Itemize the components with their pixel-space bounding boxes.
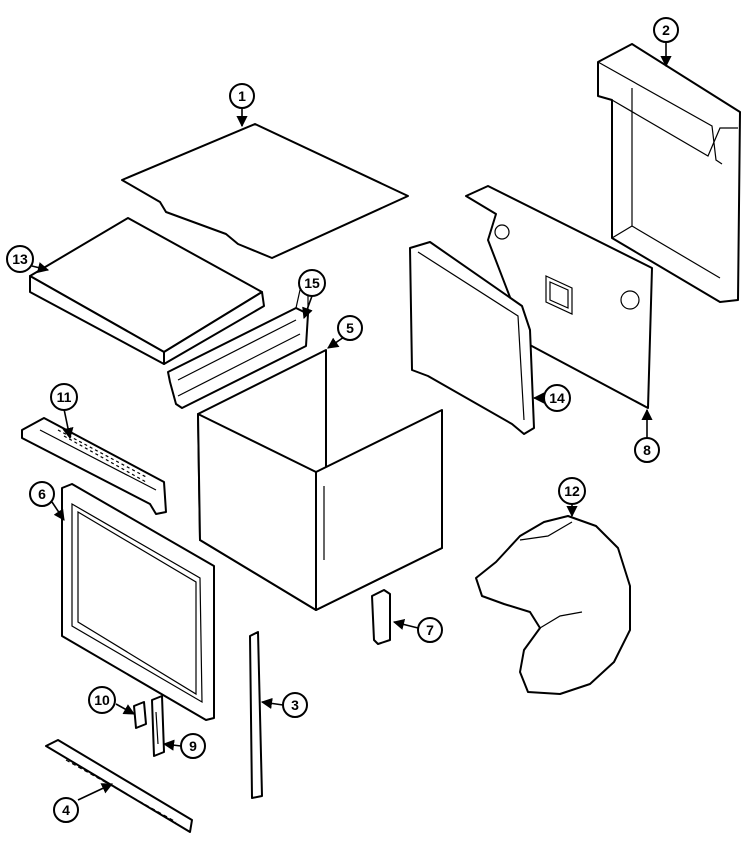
svg-text:3: 3 (291, 697, 299, 713)
callout-11: 11 (50, 383, 78, 411)
svg-text:9: 9 (189, 738, 197, 754)
callout-7: 7 (417, 617, 443, 643)
svg-text:14: 14 (549, 390, 565, 406)
callout-8: 8 (634, 437, 660, 463)
callout-15: 15 (298, 269, 326, 297)
callout-14: 14 (543, 384, 571, 412)
part-top-insulation (29, 217, 265, 365)
part-insulation-blanket (475, 515, 631, 695)
callout-4: 4 (53, 797, 79, 823)
svg-text:15: 15 (304, 275, 320, 291)
svg-text:6: 6 (38, 486, 46, 502)
leader-lines (31, 42, 672, 801)
svg-text:10: 10 (94, 692, 110, 708)
svg-text:13: 13 (12, 251, 28, 267)
callout-13: 13 (6, 245, 34, 273)
part-bottom-rail (45, 739, 193, 833)
part-slide-bracket (151, 695, 165, 757)
svg-text:12: 12 (564, 483, 580, 499)
callout-3: 3 (282, 692, 308, 718)
callout-5: 5 (337, 315, 363, 341)
svg-text:8: 8 (643, 442, 651, 458)
callout-12: 12 (558, 477, 586, 505)
part-vertical-strip (249, 631, 263, 799)
svg-text:5: 5 (346, 320, 354, 336)
part-door-frame (61, 483, 215, 721)
svg-text:7: 7 (426, 622, 434, 638)
svg-text:1: 1 (238, 88, 246, 104)
callout-2: 2 (653, 17, 679, 43)
callout-9: 9 (180, 733, 206, 759)
callout-6: 6 (29, 481, 55, 507)
part-insulation-pad (409, 241, 535, 435)
part-rear-frame (597, 43, 741, 303)
svg-text:11: 11 (57, 389, 72, 405)
svg-text:2: 2 (662, 22, 670, 38)
callout-10: 10 (88, 686, 116, 714)
svg-text:4: 4 (62, 802, 70, 818)
part-clip (371, 589, 391, 645)
part-cabinet-body (197, 349, 443, 611)
callout-1: 1 (229, 83, 255, 109)
part-small-latch (133, 701, 147, 729)
part-top-panel (121, 123, 409, 259)
part-back-panel (465, 185, 653, 409)
